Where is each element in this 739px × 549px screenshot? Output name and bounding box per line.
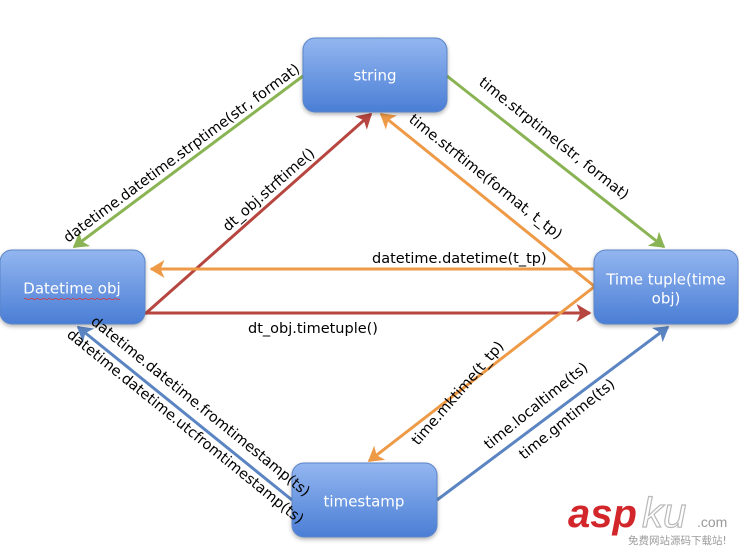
node-timetuple	[593, 249, 739, 325]
node-string	[302, 37, 448, 113]
label-timestamp-fromtimestamp: datetime.datetime.fromtimestamp(ts)	[87, 314, 312, 501]
node-timetuple-label-line2: obj)	[652, 290, 681, 308]
label-string-to-datetime: datetime.datetime.strptime(str, format)	[61, 61, 303, 246]
edges	[72, 74, 670, 502]
node-timetuple-label-line1: Time tuple(time	[605, 271, 726, 289]
watermark-tagline: 免费网站源码下载站!	[628, 534, 727, 547]
watermark-ku: ku	[642, 489, 686, 536]
node-datetime-label: Datetime obj	[23, 280, 120, 298]
label-timetuple-to-datetime: datetime.datetime(t_tp)	[372, 251, 547, 267]
node-timestamp	[291, 462, 438, 538]
edge-string-to-datetime	[72, 74, 304, 249]
watermark-logo: asp ku .com 免费网站源码下载站!	[568, 488, 727, 547]
edge-timetuple-to-string	[379, 112, 595, 288]
label-datetime-to-timetuple: dt_obj.timetuple()	[248, 321, 378, 337]
spellcheck-underline	[23, 297, 121, 301]
label-datetime-to-string: dt_obj.strftime()	[220, 145, 318, 234]
node-datetime	[0, 249, 146, 325]
node-string-label: string	[353, 67, 396, 85]
edge-timestamp-to-timetuple	[436, 325, 670, 502]
node-timestamp-label: timestamp	[324, 493, 405, 511]
watermark-domain: .com	[697, 514, 727, 530]
edge-datetime-to-string	[144, 112, 373, 316]
edge-timetuple-to-timestamp	[367, 285, 595, 463]
edge-string-to-timetuple	[446, 74, 666, 249]
label-timestamp-utcfromtimestamp: datetime.datetime.utcfromtimestamp(ts)	[63, 327, 306, 528]
edge-timestamp-to-datetime	[76, 325, 293, 502]
watermark-asp: asp	[568, 492, 637, 536]
